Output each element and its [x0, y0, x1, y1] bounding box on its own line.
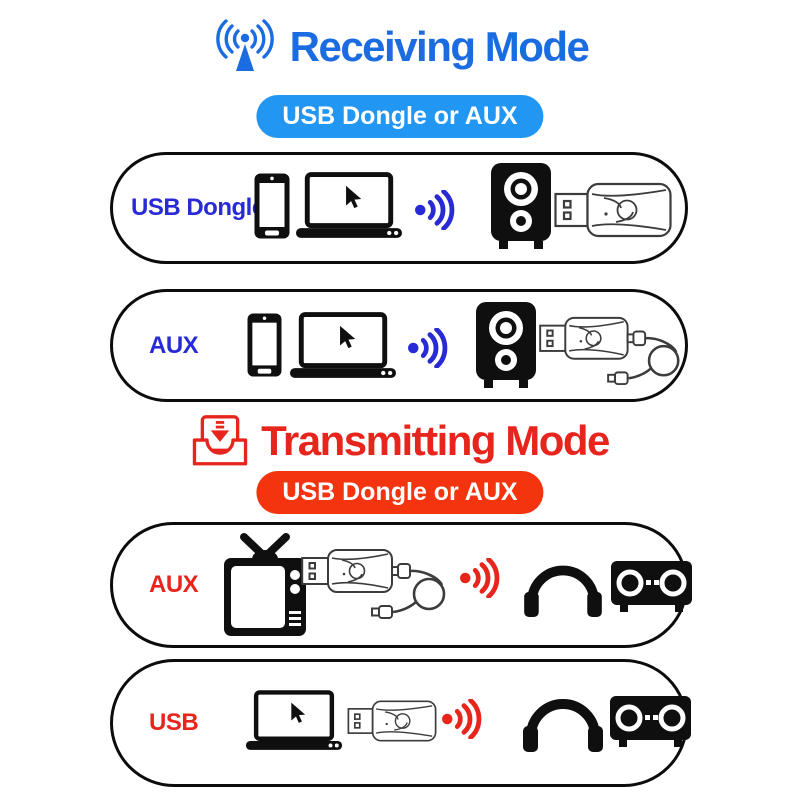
headphones-icon [521, 686, 605, 754]
receiving-header: Receiving Mode [0, 14, 800, 80]
receiving-row-aux: AUX [110, 289, 688, 402]
transmitting-row-usb: USB [110, 659, 688, 787]
row-label: USB [149, 709, 199, 736]
laptop-icon [245, 690, 343, 751]
wireless-signal-icon [441, 699, 483, 739]
laptop-icon [289, 312, 397, 379]
headphones-icon [521, 553, 605, 619]
wireless-signal-icon [459, 558, 501, 598]
wireless-signal-icon [407, 328, 449, 368]
transmitting-row-aux: AUX [110, 522, 688, 648]
stereo-speaker-icon [609, 692, 692, 750]
speaker-icon [474, 302, 538, 390]
transmitting-mode-title: Transmitting Mode [261, 417, 610, 464]
usb-dongle-icon [554, 181, 672, 239]
smartphone-icon [253, 172, 291, 240]
laptop-icon [295, 172, 403, 239]
row-label: AUX [149, 331, 199, 359]
speaker-icon [489, 163, 553, 251]
receiving-row-usb-dongle: USB Dongle [110, 152, 688, 264]
transmitting-badge: USB Dongle or AUX [256, 471, 544, 514]
antenna-broadcast-icon [212, 17, 278, 77]
download-tray-icon [191, 415, 249, 467]
smartphone-icon [246, 312, 283, 378]
usb-dongle-icon [347, 699, 437, 743]
receiving-badge: USB Dongle or AUX [256, 95, 544, 138]
tv-icon [223, 532, 307, 638]
row-label: USB Dongle [131, 194, 265, 221]
transmitting-header: Transmitting Mode [0, 410, 800, 472]
receiving-mode-title: Receiving Mode [289, 23, 590, 70]
usb-dongle-aux-cable-icon [539, 306, 687, 392]
usb-dongle-aux-cable-icon [301, 538, 453, 626]
stereo-speaker-icon [610, 557, 693, 615]
row-label: AUX [149, 571, 199, 598]
wireless-signal-icon [414, 190, 456, 230]
